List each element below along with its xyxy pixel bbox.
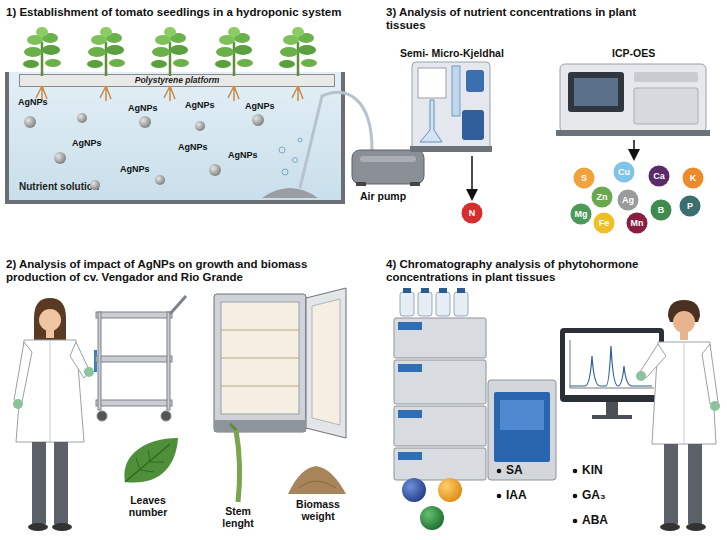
- node-text: Mg: [570, 203, 592, 225]
- node-text: N: [461, 202, 483, 224]
- circle-fill: [651, 200, 672, 221]
- hplc-system: [394, 288, 556, 480]
- drying-oven: [214, 288, 346, 438]
- node-text: Ag: [617, 189, 639, 211]
- particle-label: AgNPs: [245, 101, 285, 111]
- element-circle: N: [461, 202, 483, 224]
- polystyrene-platform: Polystyrene platform: [19, 74, 335, 87]
- node-text: Polystyrene platform: [20, 75, 334, 86]
- instrument-label: ICP-OES: [612, 47, 692, 59]
- arrow: [471, 156, 473, 198]
- element-circle: B: [650, 199, 672, 221]
- kjeldahl-apparatus: [410, 62, 492, 152]
- particle-label: AgNPs: [228, 150, 268, 160]
- node-text: Cu: [613, 161, 635, 183]
- component-label: Air pump: [360, 190, 430, 202]
- hormone-label: IAA: [506, 489, 546, 503]
- scientist: [636, 300, 720, 531]
- particle-label: AgNPs: [178, 142, 218, 152]
- element-circle: P: [679, 195, 701, 217]
- monitor-chromatogram: [560, 328, 664, 419]
- element-circle: Ca: [648, 165, 670, 187]
- panel-heading: 4) Chromatography analysis of phytohormo…: [386, 258, 686, 284]
- hydroponic-tank: Nutrient solution Polystyrene platform: [5, 72, 345, 204]
- hormone-label: GA₃: [582, 489, 622, 503]
- measure-label: Biomass weight: [288, 498, 348, 522]
- element-circle: Mg: [570, 203, 592, 225]
- circle-fill: [683, 168, 704, 189]
- panel-heading: 1) Establishment of tomato seedlings in …: [6, 6, 386, 19]
- hormone-spheres: [402, 478, 462, 530]
- lab-cart: [96, 296, 186, 421]
- node-text: Zn: [591, 186, 613, 208]
- node-text: B: [650, 199, 672, 221]
- element-circle: Zn: [591, 186, 613, 208]
- circle-fill: [571, 204, 592, 225]
- hormone-label: ABA: [582, 514, 622, 528]
- hormone-label: SA: [506, 464, 546, 478]
- tomato-seedlings: [23, 27, 317, 76]
- circle-fill: [592, 187, 613, 208]
- measure-label: Leaves number: [122, 494, 174, 518]
- circle-fill: [462, 203, 483, 224]
- node-text: S: [573, 167, 595, 189]
- circle-fill: [614, 162, 635, 183]
- element-circle: Ag: [617, 189, 639, 211]
- node-text: Nutrient solution: [19, 181, 99, 192]
- circle-fill: [618, 190, 639, 211]
- hormone-label: KIN: [582, 464, 622, 478]
- element-circle: Fe: [593, 212, 615, 234]
- node-text: P: [679, 195, 701, 217]
- circle-fill: [680, 196, 701, 217]
- particle-label: AgNPs: [128, 103, 168, 113]
- panel-heading: 2) Analysis of impact of AgNPs on growth…: [6, 258, 351, 284]
- node-text: K: [682, 167, 704, 189]
- leaf-icon: [124, 438, 178, 483]
- element-circle: K: [682, 167, 704, 189]
- stem-icon: [230, 424, 240, 502]
- panel-heading: 3) Analysis of nutrient concentrations i…: [386, 6, 676, 32]
- particle-label: AgNPs: [185, 100, 225, 110]
- circle-fill: [649, 166, 670, 187]
- element-circle: Cu: [613, 161, 635, 183]
- node-text: Mn: [626, 212, 648, 234]
- circle-fill: [627, 213, 648, 234]
- biomass-pile: [288, 466, 346, 494]
- element-circle: Mn: [626, 212, 648, 234]
- particle-label: AgNPs: [120, 164, 160, 174]
- scientist: [13, 298, 97, 531]
- icp-oes-instrument: [556, 64, 710, 136]
- node-text: Ca: [648, 165, 670, 187]
- particle-label: AgNPs: [18, 97, 58, 107]
- node-text: Fe: [593, 212, 615, 234]
- instrument-label: Semi- Micro-Kjeldhal: [400, 47, 540, 59]
- element-circle: S: [573, 167, 595, 189]
- measure-label: Stem lenght: [212, 505, 264, 529]
- circle-fill: [574, 168, 595, 189]
- circle-fill: [594, 213, 615, 234]
- particle-label: AgNPs: [72, 138, 112, 148]
- arrow: [633, 140, 635, 158]
